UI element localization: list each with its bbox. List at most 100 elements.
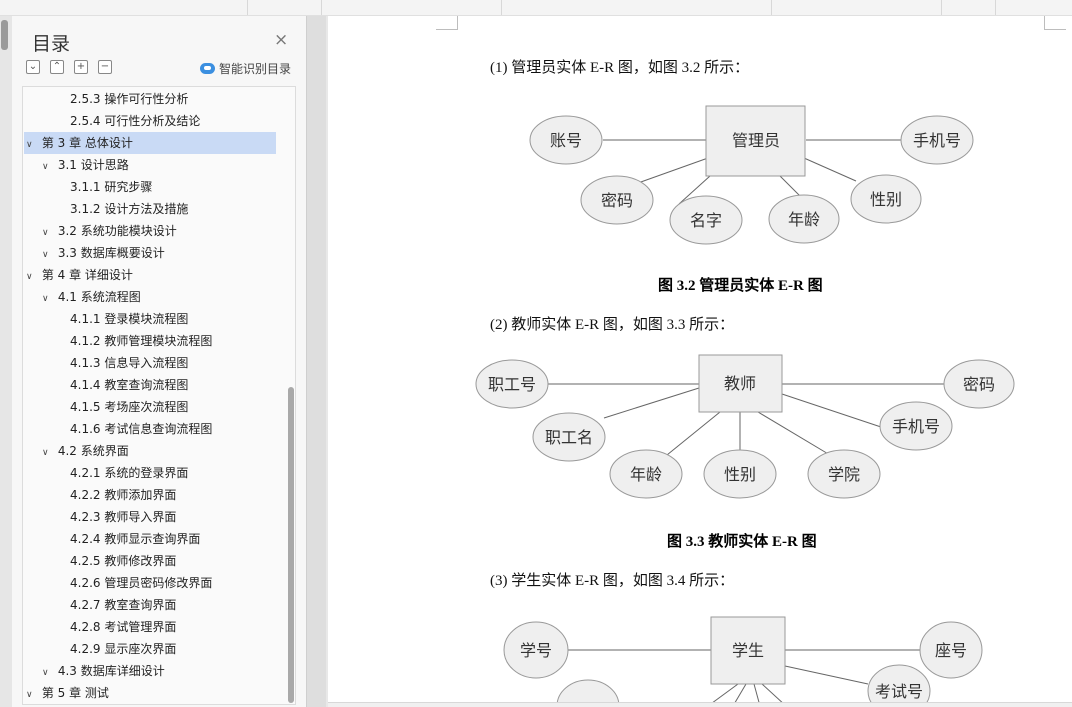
- toc-item-label: 4.3 数据库详细设计: [57, 664, 165, 678]
- remove-level-icon[interactable]: −: [98, 60, 112, 74]
- attr-ellipse: [609, 449, 683, 499]
- toc-item[interactable]: ∨ 4.1 系统流程图: [24, 286, 276, 308]
- expand-up-icon[interactable]: ⌃: [50, 60, 64, 74]
- er-diagram-student: 学生 学号 座号 考试号: [503, 616, 983, 706]
- smart-toc-button[interactable]: 智能识别目录: [200, 60, 291, 77]
- attr-ellipse: [580, 175, 654, 225]
- toolbar-segment: [0, 0, 248, 15]
- toc-item[interactable]: 3.1.1 研究步骤: [24, 176, 276, 198]
- toc-item[interactable]: ∨ 第 4 章 详细设计: [24, 264, 276, 286]
- attr-ellipse: [919, 621, 983, 679]
- chevron-down-icon[interactable]: ∨: [26, 140, 33, 150]
- toc-item[interactable]: 4.1.5 考场座次流程图: [24, 396, 276, 418]
- toc-item[interactable]: ∨ 第 5 章 测试: [24, 682, 276, 704]
- top-toolbar-strip: [0, 0, 1072, 16]
- toc-item-label: 3.3 数据库概要设计: [57, 246, 165, 260]
- chevron-down-icon[interactable]: ∨: [42, 228, 49, 238]
- toc-item-label: 4.1.1 登录模块流程图: [70, 312, 189, 326]
- toc-item[interactable]: 4.1.1 登录模块流程图: [24, 308, 276, 330]
- toc-item[interactable]: 4.2.5 教师修改界面: [24, 550, 276, 572]
- chevron-down-icon[interactable]: ∨: [42, 448, 49, 458]
- toc-item[interactable]: 4.2.3 教师导入界面: [24, 506, 276, 528]
- toc-item-label: 4.2.7 教室查询界面: [70, 598, 177, 612]
- entity-teacher: [698, 354, 783, 413]
- toc-item-label: 3.1.2 设计方法及措施: [70, 202, 189, 216]
- toc-item[interactable]: 4.2.1 系统的登录界面: [24, 462, 276, 484]
- horizontal-scrollbar[interactable]: [328, 702, 1072, 707]
- attr-ellipse: [768, 194, 840, 244]
- toolbar-segment: [772, 0, 942, 15]
- attr-ellipse: [943, 359, 1015, 409]
- attr-label: 学院: [828, 465, 860, 484]
- attr-ellipse: [556, 679, 620, 706]
- collapse-all-icon[interactable]: ⌄: [26, 60, 40, 74]
- toc-item-label: 第 3 章 总体设计: [41, 136, 133, 150]
- toc-item[interactable]: 4.2.7 教室查询界面: [24, 594, 276, 616]
- close-icon[interactable]: ×: [274, 30, 289, 50]
- toc-item-label: 4.2.4 教师显示查询界面: [70, 532, 201, 546]
- toc-item[interactable]: ∨ 3.3 数据库概要设计: [24, 242, 276, 264]
- attr-label: 密码: [963, 375, 995, 394]
- toc-item[interactable]: 3.1.2 设计方法及措施: [24, 198, 276, 220]
- toc-item-label: 4.1.2 教师管理模块流程图: [70, 334, 213, 348]
- toc-item[interactable]: ∨ 3.2 系统功能模块设计: [24, 220, 276, 242]
- attr-label: 学号: [520, 641, 552, 660]
- toolbar-segment: [248, 0, 322, 15]
- document-page: (1) 管理员实体 E-R 图，如图 3.2 所示： 管理员 账号 手机号 密码…: [328, 16, 1072, 707]
- toc-item[interactable]: 4.2.6 管理员密码修改界面: [24, 572, 276, 594]
- er-diagram-teacher: 教师 职工号 密码 职工名 手机号 年龄 性别 学院: [475, 354, 1015, 499]
- smart-toc-label: 智能识别目录: [219, 62, 292, 76]
- attr-ellipse: [503, 621, 569, 679]
- toc-item-label: 3.1.1 研究步骤: [70, 180, 153, 194]
- ai-cloud-icon: [200, 63, 215, 74]
- toc-item[interactable]: ∨ 第 3 章 总体设计: [24, 132, 276, 154]
- left-edge-bar: [0, 16, 12, 707]
- panel-splitter[interactable]: [306, 16, 326, 707]
- attr-ellipse: [900, 115, 974, 165]
- entity-admin: [705, 105, 806, 177]
- toc-item[interactable]: 2.5.3 操作可行性分析: [24, 88, 276, 110]
- caption-teacher: 图 3.3 教师实体 E-R 图: [667, 534, 817, 550]
- toc-item-label: 4.2.6 管理员密码修改界面: [70, 576, 213, 590]
- attr-label: 名字: [690, 211, 722, 230]
- toc-item[interactable]: ∨ 4.2 系统界面: [24, 440, 276, 462]
- chevron-down-icon[interactable]: ∨: [42, 668, 49, 678]
- toc-item-label: 第 5 章 测试: [41, 686, 109, 700]
- attr-ellipse: [867, 664, 931, 706]
- toc-item-label: 4.2.2 教师添加界面: [70, 488, 177, 502]
- toc-item[interactable]: 2.5.4 可行性分析及结论: [24, 110, 276, 132]
- chevron-down-icon[interactable]: ∨: [26, 690, 33, 700]
- paragraph-student: (3) 学生实体 E-R 图，如图 3.4 所示：: [490, 573, 735, 589]
- attr-ellipse: [807, 449, 881, 499]
- attr-label: 密码: [601, 191, 633, 210]
- caption-admin: 图 3.2 管理员实体 E-R 图: [658, 278, 823, 294]
- page-corner-mark: [436, 16, 458, 30]
- toc-item[interactable]: ∨ 3.1 设计思路: [24, 154, 276, 176]
- entity-student: [710, 616, 786, 685]
- chevron-down-icon[interactable]: ∨: [42, 250, 49, 260]
- chevron-down-icon[interactable]: ∨: [42, 294, 49, 304]
- toc-item[interactable]: 4.1.6 考试信息查询流程图: [24, 418, 276, 440]
- toc-item[interactable]: ∨ 4.3 数据库详细设计: [24, 660, 276, 682]
- attr-label: 年龄: [630, 465, 662, 484]
- toc-item[interactable]: 4.1.4 教室查询流程图: [24, 374, 276, 396]
- attr-label: 职工号: [488, 375, 536, 394]
- entity-teacher-label: 教师: [724, 374, 756, 393]
- entity-student-label: 学生: [732, 641, 764, 660]
- toc-item[interactable]: 4.2.8 考试管理界面: [24, 616, 276, 638]
- chevron-down-icon[interactable]: ∨: [26, 272, 33, 282]
- toc-item-label: 第 4 章 详细设计: [41, 268, 133, 282]
- paragraph-teacher: (2) 教师实体 E-R 图，如图 3.3 所示：: [490, 317, 735, 333]
- toc-item[interactable]: 4.2.4 教师显示查询界面: [24, 528, 276, 550]
- toc-item[interactable]: 4.1.2 教师管理模块流程图: [24, 330, 276, 352]
- chevron-down-icon[interactable]: ∨: [42, 162, 49, 172]
- toc-scrollbar[interactable]: [288, 387, 294, 703]
- attr-label: 年龄: [788, 210, 820, 229]
- toc-item[interactable]: 4.2.2 教师添加界面: [24, 484, 276, 506]
- toc-item[interactable]: 4.2.9 显示座次界面: [24, 638, 276, 660]
- add-level-icon[interactable]: +: [74, 60, 88, 74]
- attr-label: 手机号: [892, 417, 940, 436]
- toc-item[interactable]: 4.1.3 信息导入流程图: [24, 352, 276, 374]
- attr-label: 手机号: [913, 131, 961, 150]
- panel-grip[interactable]: [1, 20, 8, 50]
